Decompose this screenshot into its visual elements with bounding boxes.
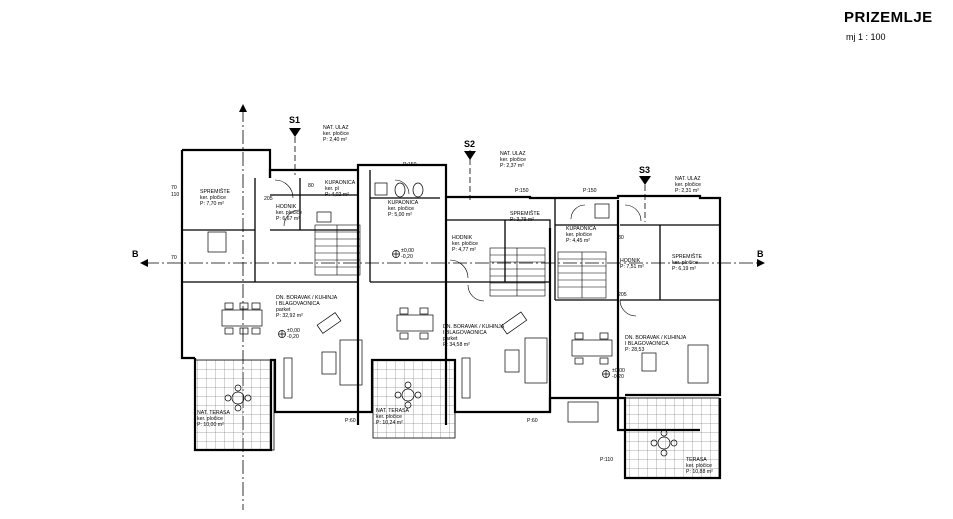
section-label-b-left: B xyxy=(132,249,139,259)
section-arrows xyxy=(140,104,765,267)
section-label-s2: S2 xyxy=(464,139,476,149)
dim-label-4: P:60 xyxy=(345,418,356,424)
dim-label-2: P:150 xyxy=(583,188,597,194)
door-swings xyxy=(274,179,642,317)
dim-label-10: 205 xyxy=(618,292,627,298)
level-annotation-1: ±0,00-0,20 xyxy=(401,248,414,260)
exterior-walls xyxy=(180,148,722,480)
plan-scale: mj 1 : 100 xyxy=(846,32,886,42)
level-markers xyxy=(278,250,610,378)
dim-label-6: P:110 xyxy=(600,457,614,463)
dim-label-12: 110 xyxy=(171,192,180,198)
dim-label-1: P:150 xyxy=(403,162,417,168)
section-label-s1: S1 xyxy=(289,115,301,125)
interior-walls xyxy=(182,170,720,301)
dim-label-11: 70 xyxy=(171,185,177,191)
furniture xyxy=(221,302,709,457)
dim-label-8: 205 xyxy=(264,196,273,202)
dim-label-13: 70 xyxy=(171,255,177,261)
section-label-s3: S3 xyxy=(639,165,651,175)
section-label-b-right: B xyxy=(757,249,764,259)
level-annotation-3: ±0,00-0,20 xyxy=(612,368,625,380)
dim-label-9: 80 xyxy=(618,235,624,241)
terrace-tiles xyxy=(194,359,720,479)
bathroom-fixtures xyxy=(207,182,610,253)
dim-label-7: 80 xyxy=(308,183,314,189)
level-annotation-2: ±0,00-0,20 xyxy=(287,328,300,340)
dim-label-3: P:150 xyxy=(515,188,529,194)
plan-title: PRIZEMLJE xyxy=(844,9,933,26)
dim-label-5: P:60 xyxy=(527,418,538,424)
stairs xyxy=(314,224,607,299)
